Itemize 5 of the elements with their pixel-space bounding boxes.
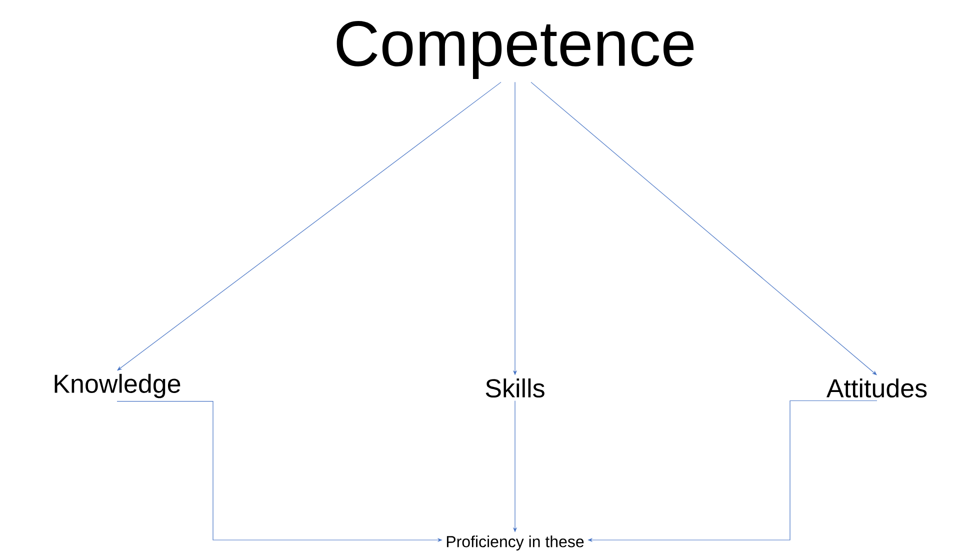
label: Competence [336,21,694,79]
label: Attitudes [826,378,927,398]
label: Skills [486,378,544,398]
label: Knowledge [54,374,180,398]
label: Proficiency in these [446,536,584,550]
